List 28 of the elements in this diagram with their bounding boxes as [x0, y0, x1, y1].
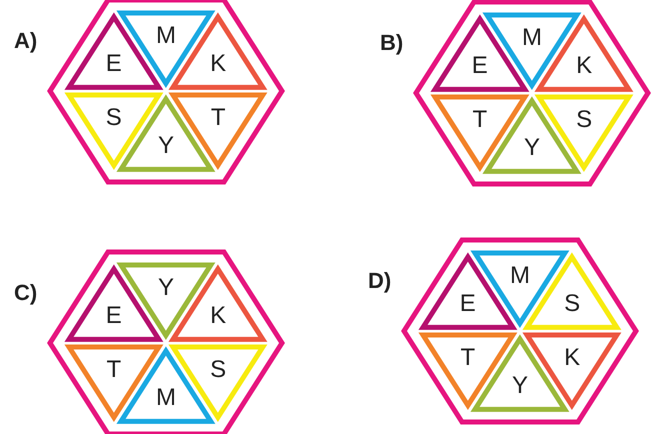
letter: Y: [512, 374, 528, 398]
letter: M: [522, 26, 542, 50]
letter: E: [472, 54, 488, 78]
letter: T: [106, 358, 122, 382]
letter: Y: [524, 136, 540, 160]
letter: M: [156, 24, 176, 48]
letter: K: [210, 52, 226, 76]
letter: S: [576, 108, 592, 132]
letter: M: [156, 386, 176, 410]
letter: E: [106, 304, 122, 328]
letter: K: [564, 346, 580, 370]
letter: E: [460, 292, 476, 316]
letter: K: [210, 304, 226, 328]
option-label: B): [380, 32, 404, 54]
option-label: D): [368, 270, 392, 292]
letter: S: [564, 292, 580, 316]
letter: S: [210, 358, 226, 382]
letter: Y: [158, 134, 174, 158]
letter: T: [460, 346, 476, 370]
letter: S: [106, 106, 122, 130]
option-label: C): [14, 282, 38, 304]
letter: Y: [158, 276, 174, 300]
letter: M: [510, 264, 530, 288]
letter: K: [576, 54, 592, 78]
letter: T: [472, 108, 488, 132]
option-label: A): [14, 30, 38, 52]
letter: E: [106, 52, 122, 76]
letter: T: [210, 106, 226, 130]
